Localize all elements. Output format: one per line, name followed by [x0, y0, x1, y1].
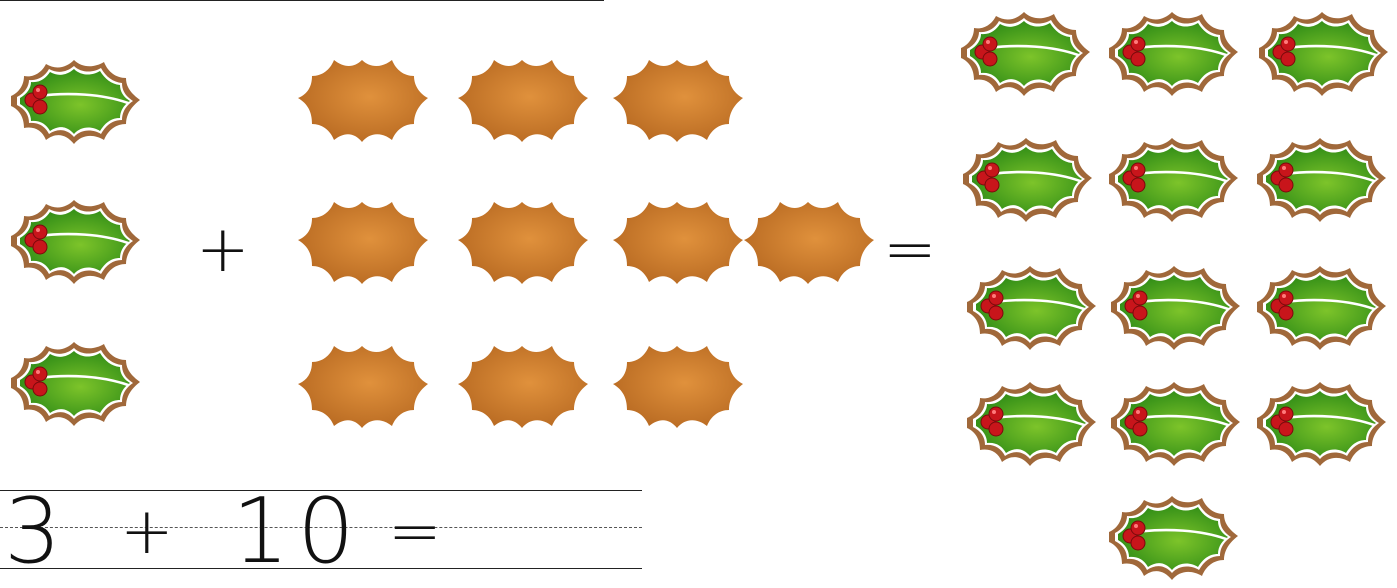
holly-leaf-item [1108, 378, 1242, 474]
holly-leaf-icon [967, 382, 1096, 466]
holly-leaf-item [960, 134, 1094, 230]
cookie-icon [298, 202, 428, 284]
cookie-item [611, 56, 743, 148]
holly-leaf-icon [1257, 138, 1386, 222]
cookie-icon [458, 60, 588, 142]
cookie-item [611, 342, 743, 434]
cookie-item [742, 198, 874, 290]
plus-sign: + [196, 213, 250, 287]
written-first-number: 3 [4, 479, 62, 584]
holly-leaf-item [964, 378, 1098, 474]
cookie-item [611, 198, 743, 290]
cookie-icon [613, 60, 743, 142]
writing-top-line [0, 490, 642, 491]
holly-leaf-icon [1109, 12, 1238, 96]
holly-leaf-item [964, 262, 1098, 358]
holly-leaf-item [958, 8, 1092, 104]
written-equals: = [388, 495, 442, 569]
cookie-item [296, 56, 428, 148]
holly-leaf-icon [1259, 12, 1388, 96]
holly-leaf-icon [1257, 382, 1386, 466]
cookie-item [296, 342, 428, 434]
holly-leaf-icon [1257, 266, 1386, 350]
written-plus: + [120, 495, 174, 569]
holly-leaf-icon [11, 60, 140, 144]
holly-leaf-icon [961, 12, 1090, 96]
holly-leaf-item [1256, 8, 1390, 104]
cookie-item [456, 56, 588, 148]
top-rule [0, 0, 604, 1]
holly-leaf-item [1106, 492, 1240, 588]
cookie-icon [613, 202, 743, 284]
holly-leaf-icon [963, 138, 1092, 222]
holly-leaf-icon [11, 342, 140, 426]
cookie-icon [458, 202, 588, 284]
holly-leaf-item [1106, 134, 1240, 230]
holly-leaf-item [1106, 8, 1240, 104]
cookie-icon [613, 346, 743, 428]
holly-leaf-icon [1109, 138, 1238, 222]
holly-leaf-item [1108, 262, 1242, 358]
cookie-item [456, 198, 588, 290]
cookie-icon [298, 60, 428, 142]
holly-leaf-item [1254, 134, 1388, 230]
holly-leaf-item [8, 196, 142, 292]
holly-leaf-item [1254, 378, 1388, 474]
cookie-icon [744, 202, 874, 284]
equals-sign: = [883, 213, 937, 287]
holly-leaf-item [1254, 262, 1388, 358]
writing-mid-line [0, 527, 642, 528]
writing-base-line [0, 568, 642, 569]
cookie-item [456, 342, 588, 434]
cookie-icon [298, 346, 428, 428]
holly-leaf-icon [1111, 382, 1240, 466]
cookie-item [296, 198, 428, 290]
holly-leaf-item [8, 338, 142, 434]
written-second-number: 10 [232, 479, 363, 584]
holly-leaf-item [8, 56, 142, 152]
holly-leaf-icon [11, 200, 140, 284]
holly-leaf-icon [967, 266, 1096, 350]
cookie-icon [458, 346, 588, 428]
holly-leaf-icon [1111, 266, 1240, 350]
holly-leaf-icon [1109, 496, 1238, 580]
